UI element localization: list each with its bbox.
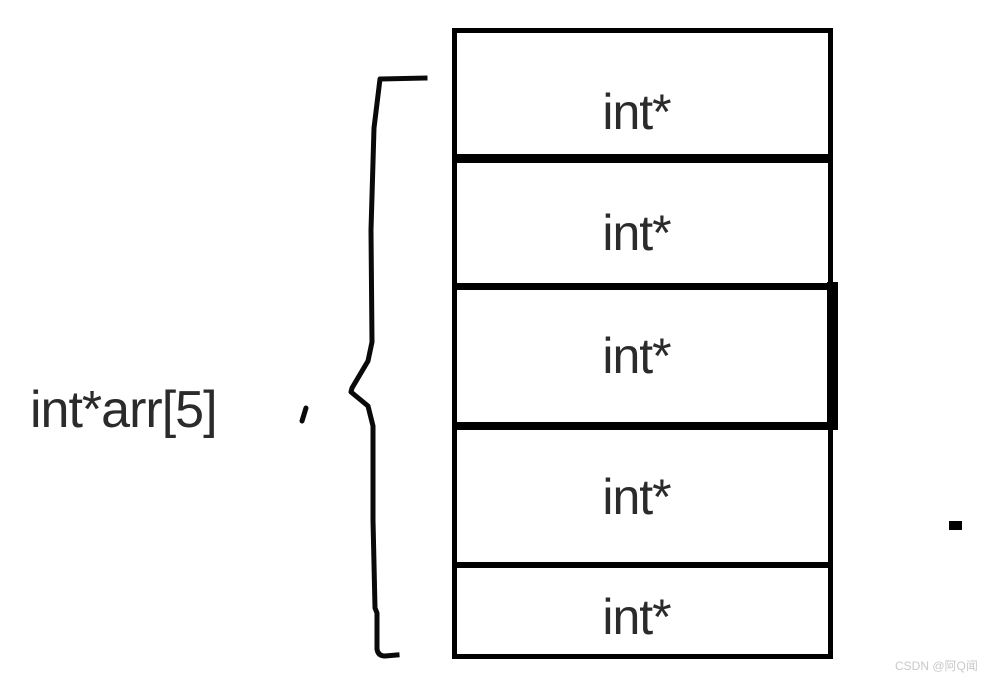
cell-divider [457,422,828,430]
stray-mark [949,521,962,530]
memory-cell: int* [457,163,828,283]
cell-divider [457,283,828,290]
cell-type-label: int* [602,205,671,261]
hand-drawn-brace [299,75,428,659]
memory-cell-stack: int* int* int* int* int* [452,28,838,659]
tick-mark [299,405,309,424]
cell-type-label: int* [602,83,671,140]
cell-divider [457,154,828,163]
memory-cell: int* [457,33,828,154]
memory-cell: int* [457,290,828,422]
cell-3-bold-right-edge [827,282,838,430]
memory-cell: int* [457,568,828,654]
cell-divider [457,562,828,568]
cell-type-label: int* [602,589,671,645]
array-declaration-label: int*arr[5] [30,381,218,439]
cell-type-label: int* [602,328,671,384]
curly-brace-stroke [348,75,428,659]
memory-cell: int* [457,430,828,562]
watermark: CSDN @阿Q闻 [895,659,978,673]
cell-type-label: int* [602,469,671,525]
